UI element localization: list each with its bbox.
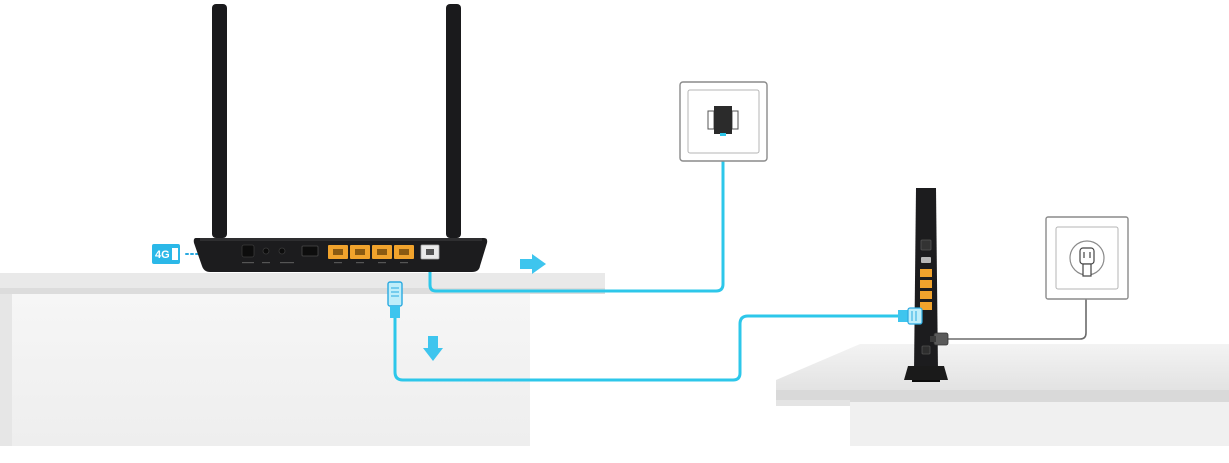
- 4g-badge: 4G: [152, 244, 180, 264]
- modem-stand: [904, 366, 948, 380]
- power-cable: [945, 278, 1087, 340]
- modem-coax-port: [920, 239, 932, 251]
- left-table-side: [0, 294, 12, 446]
- power-port: [241, 244, 255, 258]
- modem-lan-ports: [920, 269, 932, 310]
- right-table: [776, 344, 1229, 446]
- left-table-top: [0, 273, 605, 290]
- reset-button: [278, 247, 286, 255]
- lan-port: [920, 269, 932, 277]
- right-table-front: [850, 402, 1229, 446]
- arrow-right-icon: [520, 254, 546, 274]
- ethernet-cable: [393, 314, 900, 382]
- right-table-top: [776, 344, 1229, 392]
- lan-port: [920, 291, 932, 299]
- left-table: [0, 273, 605, 446]
- lan-port: [920, 302, 932, 310]
- phone-jack: [679, 81, 768, 162]
- arrow-down-icon: [423, 336, 443, 361]
- right-table-edge: [776, 390, 1229, 402]
- sim-icon: [172, 248, 178, 260]
- power-plug-icon: [930, 332, 949, 346]
- dsl-cable: [428, 131, 725, 293]
- router-antenna-right: [446, 4, 461, 238]
- modem-usb-port: [921, 257, 931, 263]
- usb-port: [301, 245, 319, 257]
- port-labels: [242, 262, 408, 264]
- power-button: [262, 247, 270, 255]
- power-outlet-icon: [1069, 240, 1105, 277]
- right-table-shadow: [776, 400, 850, 406]
- lan-ports: [328, 245, 414, 259]
- modem-button: [921, 345, 931, 355]
- phone-jack-icon: [707, 106, 739, 136]
- router-antenna-left: [212, 4, 227, 238]
- 4g-badge-label: 4G: [155, 249, 170, 261]
- lan-port: [920, 280, 932, 288]
- left-table-edge: [0, 288, 605, 294]
- modem: [898, 188, 949, 382]
- ethernet-plug-icon: [898, 307, 923, 325]
- ethernet-plug-icon: [387, 281, 403, 318]
- left-table-front: [0, 294, 530, 446]
- router: [193, 4, 488, 272]
- router-body-highlight: [200, 238, 482, 241]
- power-outlet: [1045, 216, 1129, 300]
